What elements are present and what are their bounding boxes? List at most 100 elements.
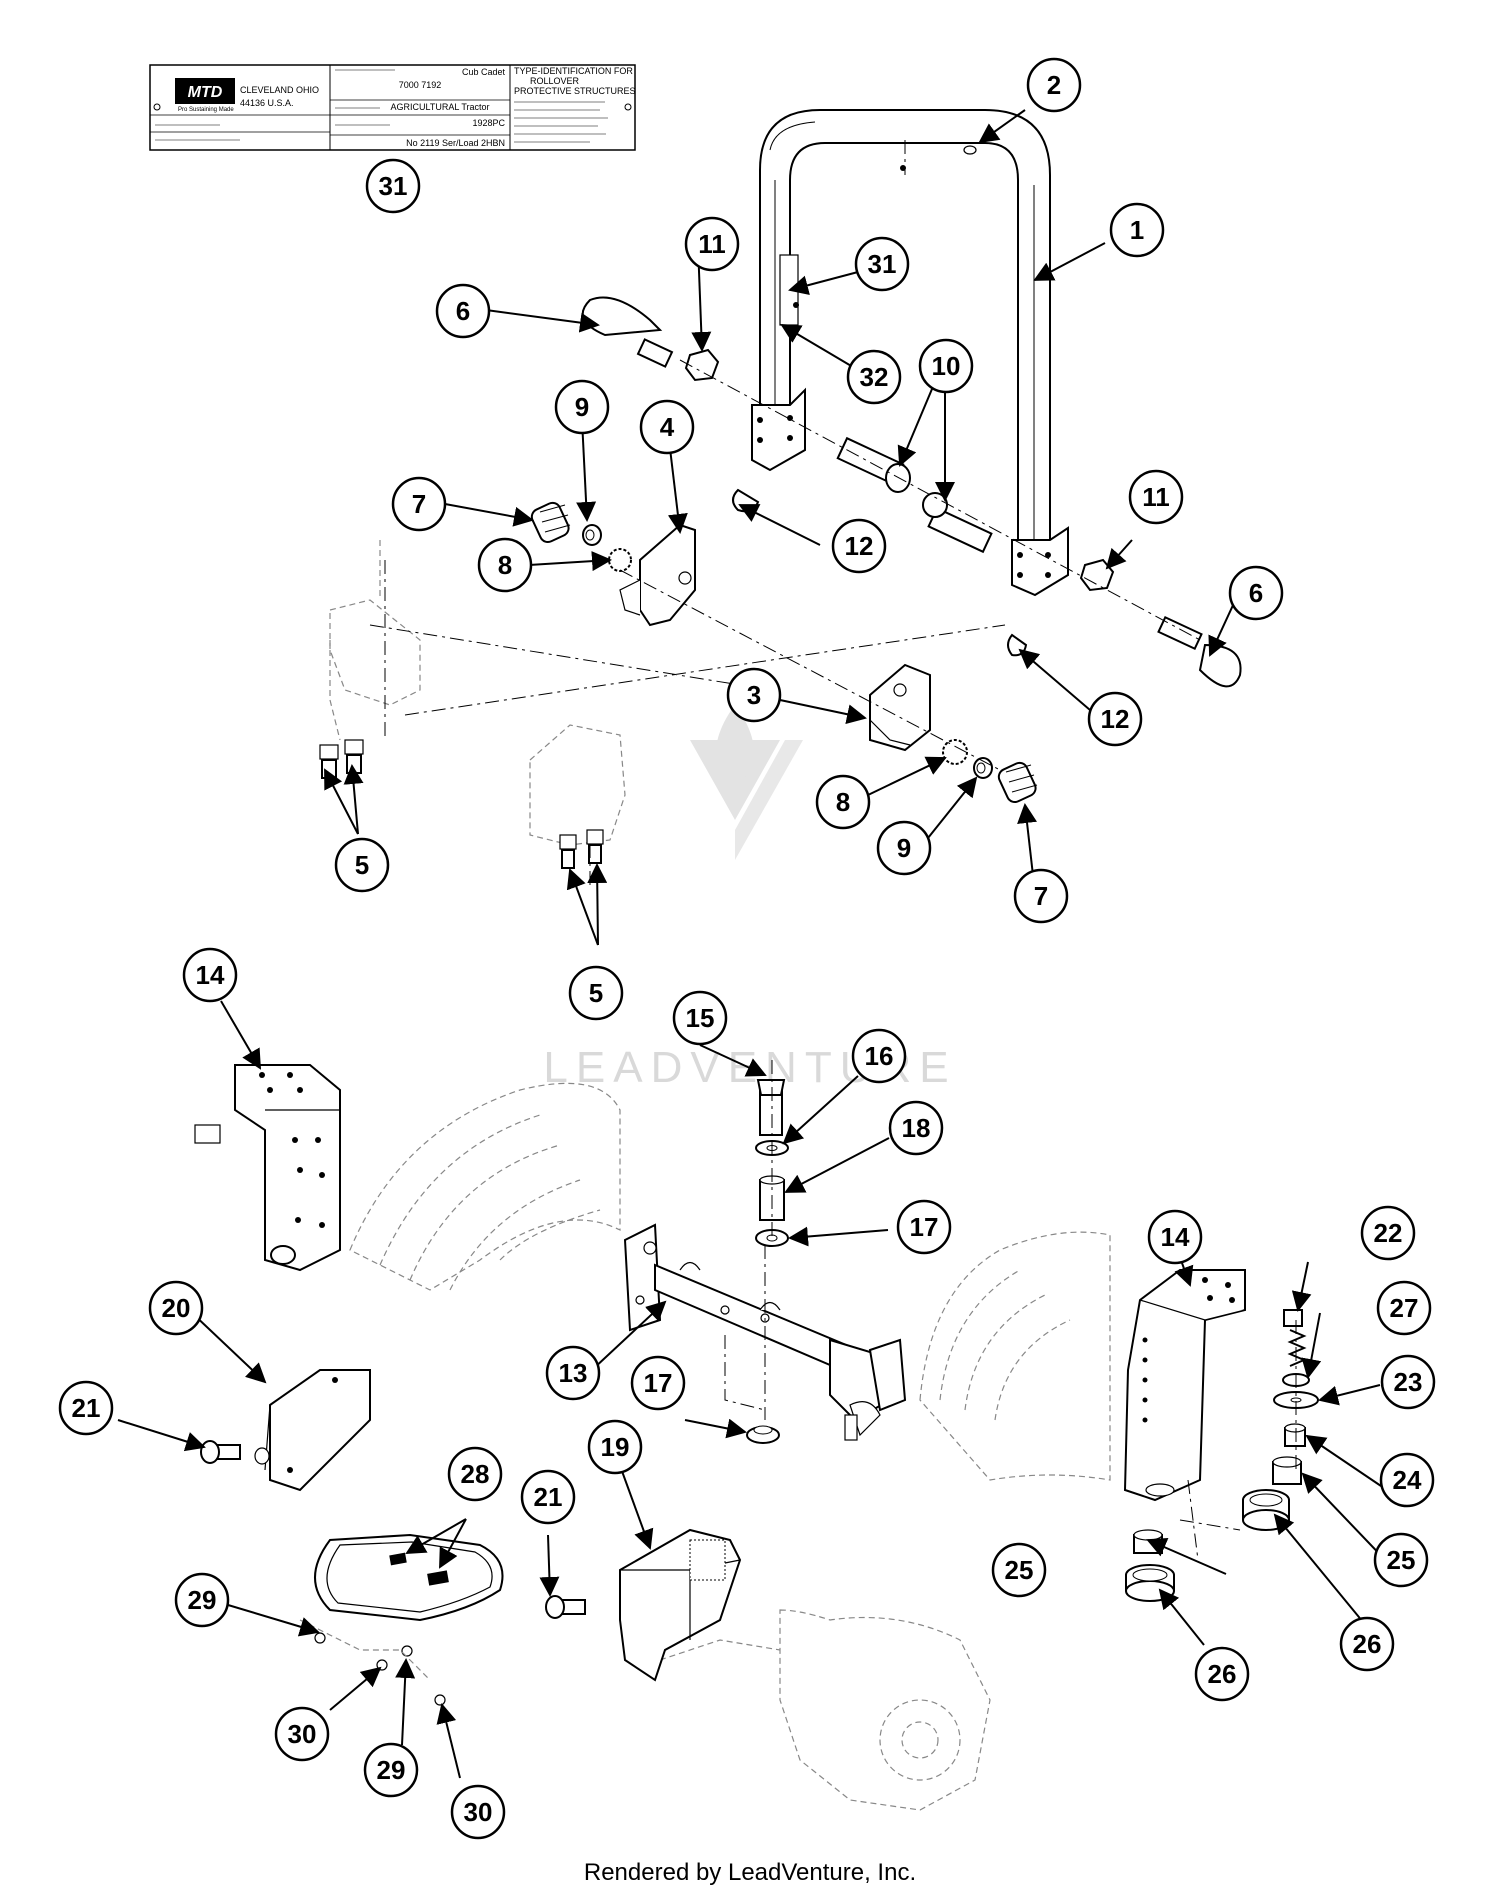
rivet-part	[793, 302, 799, 308]
callout-21a: 21	[58, 1380, 114, 1436]
snap-ring-upper	[608, 548, 632, 572]
svg-text:22: 22	[1374, 1218, 1403, 1248]
svg-text:21: 21	[72, 1393, 101, 1423]
tire-ghost-left	[349, 1082, 621, 1291]
bushing-24	[1284, 1423, 1306, 1447]
svg-text:30: 30	[464, 1797, 493, 1827]
callout-6b: 6	[1228, 565, 1284, 621]
callout-30b: 30	[450, 1784, 506, 1840]
mount-bracket-left	[619, 523, 696, 627]
svg-text:27: 27	[1390, 1293, 1419, 1323]
decal-brand-sub: Pro Sustaining Made	[178, 107, 234, 113]
callout-8b: 8	[815, 774, 871, 830]
svg-text:31: 31	[868, 249, 897, 279]
svg-text:2: 2	[1047, 70, 1061, 100]
svg-text:11: 11	[1142, 482, 1170, 512]
callout-10: 10	[918, 338, 974, 394]
svg-text:31: 31	[379, 171, 408, 201]
callout-9b: 9	[876, 820, 932, 876]
spring-upper	[530, 501, 571, 544]
center-bracket	[619, 1528, 742, 1682]
rops-hoop	[751, 109, 1069, 597]
svg-text:9: 9	[897, 833, 911, 863]
side-bracket-left	[194, 1064, 341, 1272]
hex-nut-upper	[684, 348, 720, 382]
callout-23: 23	[1380, 1354, 1436, 1410]
callout-2: 2	[1026, 57, 1082, 113]
callout-25a: 25	[991, 1542, 1047, 1598]
mount-bracket-right	[869, 663, 931, 752]
svg-text:23: 23	[1394, 1367, 1423, 1397]
callouts: 1 2 3 4 5 5 6 6 7 7 8 8 9 9 10 11 11 12 …	[58, 57, 1436, 1840]
svg-text:26: 26	[1353, 1629, 1382, 1659]
svg-text:26: 26	[1208, 1659, 1237, 1689]
svg-text:14: 14	[196, 960, 225, 990]
spring-lower	[997, 761, 1038, 804]
bushing-17-lower	[746, 1425, 780, 1444]
callout-6a: 6	[435, 283, 491, 339]
callout-7b: 7	[1013, 868, 1069, 924]
callout-19: 19	[587, 1419, 643, 1475]
svg-text:16: 16	[865, 1041, 894, 1071]
svg-text:7: 7	[412, 489, 426, 519]
svg-text:5: 5	[355, 850, 369, 880]
bolt-21-right	[545, 1595, 586, 1619]
svg-text:3: 3	[747, 680, 761, 710]
lynch-pin-left	[581, 296, 674, 368]
spring-27	[1287, 1329, 1307, 1367]
side-bracket-right	[1123, 1269, 1246, 1502]
callout-27: 27	[1376, 1280, 1432, 1336]
callout-32: 32	[846, 349, 902, 405]
callout-21b: 21	[520, 1469, 576, 1525]
svg-text:19: 19	[601, 1432, 630, 1462]
callout-14b: 14	[1147, 1209, 1203, 1265]
svg-text:25: 25	[1005, 1555, 1034, 1585]
callout-30a: 30	[274, 1706, 330, 1762]
svg-text:30: 30	[288, 1719, 317, 1749]
svg-text:7: 7	[1034, 881, 1048, 911]
svg-text:25: 25	[1387, 1545, 1416, 1575]
callout-20: 20	[148, 1280, 204, 1336]
decal-model: 7000 7192	[399, 80, 442, 90]
callout-12b: 12	[1087, 691, 1143, 747]
decal-title-3: PROTECTIVE STRUCTURES	[514, 86, 636, 96]
svg-text:5: 5	[589, 978, 603, 1008]
decal-title-1: TYPE-IDENTIFICATION FOR	[514, 66, 633, 76]
tire-ghost-right	[919, 1231, 1111, 1481]
bushing-25-right	[1272, 1456, 1302, 1485]
callout-25b: 25	[1373, 1532, 1429, 1588]
strap-assembly	[299, 1533, 504, 1706]
svg-text:18: 18	[902, 1113, 931, 1143]
decal-zip: 44136 U.S.A.	[240, 98, 294, 108]
decal-category: AGRICULTURAL Tractor	[390, 102, 489, 112]
snap-ring-lower	[942, 739, 968, 765]
svg-text:29: 29	[377, 1755, 406, 1785]
callout-17b: 17	[630, 1355, 686, 1411]
callout-13: 13	[545, 1345, 601, 1401]
svg-text:15: 15	[686, 1003, 715, 1033]
svg-text:10: 10	[932, 351, 961, 381]
svg-text:11: 11	[698, 229, 726, 259]
callout-17a: 17	[896, 1199, 952, 1255]
callout-31a: 31	[365, 158, 421, 214]
callout-29a: 29	[174, 1572, 230, 1628]
svg-text:12: 12	[1101, 704, 1130, 734]
transmission-ghost	[659, 1609, 991, 1811]
lower-plate-left	[254, 1369, 371, 1492]
callout-7a: 7	[391, 476, 447, 532]
svg-text:17: 17	[910, 1212, 939, 1242]
callout-28: 28	[447, 1446, 503, 1502]
decal-city: CLEVELAND OHIO	[240, 85, 319, 95]
svg-text:32: 32	[860, 362, 889, 392]
lynch-pin-right	[1157, 615, 1242, 688]
bolt-21-left	[200, 1440, 241, 1464]
callout-9a: 9	[554, 379, 610, 435]
callout-4: 4	[639, 399, 695, 455]
hex-nut-lower	[1079, 558, 1115, 592]
callout-15: 15	[672, 990, 728, 1046]
callout-29b: 29	[363, 1742, 419, 1798]
callout-12a: 12	[831, 518, 887, 574]
svg-text:6: 6	[1249, 578, 1263, 608]
callout-22: 22	[1360, 1205, 1416, 1261]
